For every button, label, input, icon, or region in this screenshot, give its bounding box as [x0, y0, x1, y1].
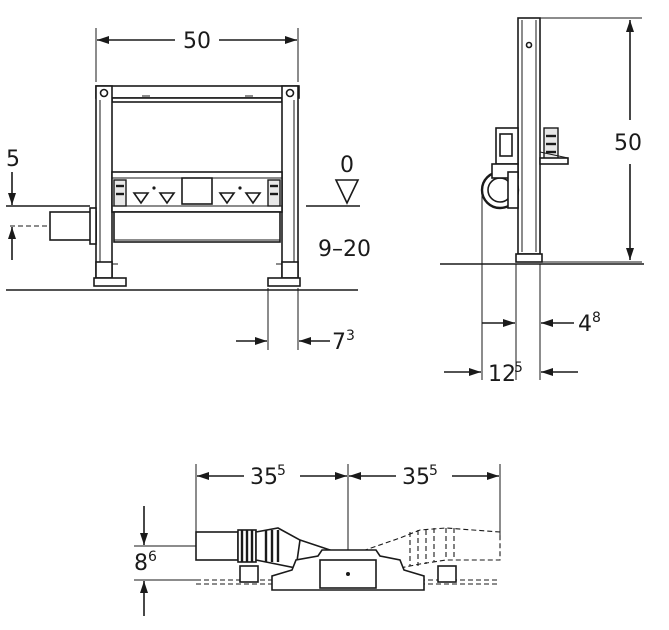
plan-pipe-left [195, 527, 349, 569]
front-left-height-dimension: 5 [6, 147, 20, 260]
foot-width-superscript: 3 [346, 328, 355, 344]
front-left-height-label: 5 [6, 147, 20, 172]
side-depth-superscript: 8 [592, 310, 601, 326]
plan-drain-body [239, 549, 457, 591]
side-offset-superscript: 5 [514, 360, 523, 376]
plan-right-width-label: 35 [402, 465, 430, 490]
plan-height-superscript: 6 [148, 549, 157, 565]
front-width-label: 50 [183, 29, 211, 54]
side-depth-dimension: 4 8 [481, 190, 601, 380]
front-width-dimension: 50 [95, 28, 299, 82]
foot-width-dimension: 7 3 [236, 288, 355, 355]
side-frame [480, 17, 569, 263]
plan-height-dimension: 8 6 [134, 506, 196, 616]
side-view: 50 [440, 17, 644, 387]
plan-left-width-superscript: 5 [277, 463, 286, 479]
installation-frame [93, 85, 301, 287]
side-depth-label: 4 [578, 312, 592, 337]
plan-height-label: 8 [134, 551, 148, 576]
front-floor [6, 205, 360, 291]
floor-level-marker: 0 [334, 153, 360, 205]
front-view: 50 [6, 28, 371, 355]
floor-level-label: 0 [340, 153, 354, 178]
side-offset-dimension: 12 5 [444, 360, 578, 387]
side-height-label: 50 [614, 131, 642, 156]
adjust-range-label: 9–20 [318, 237, 371, 262]
foot-width-label: 7 [332, 330, 346, 355]
drain-pipe-front [10, 207, 97, 245]
plan-width-dimensions: 35 5 35 5 [195, 463, 501, 560]
plan-pipe-right [347, 527, 501, 569]
plan-view: 35 5 35 5 8 6 [134, 463, 501, 616]
plan-right-width-superscript: 5 [429, 463, 438, 479]
plan-left-width-label: 35 [250, 465, 278, 490]
side-offset-label: 12 [488, 362, 516, 387]
side-height-dimension: 50 [540, 17, 642, 263]
